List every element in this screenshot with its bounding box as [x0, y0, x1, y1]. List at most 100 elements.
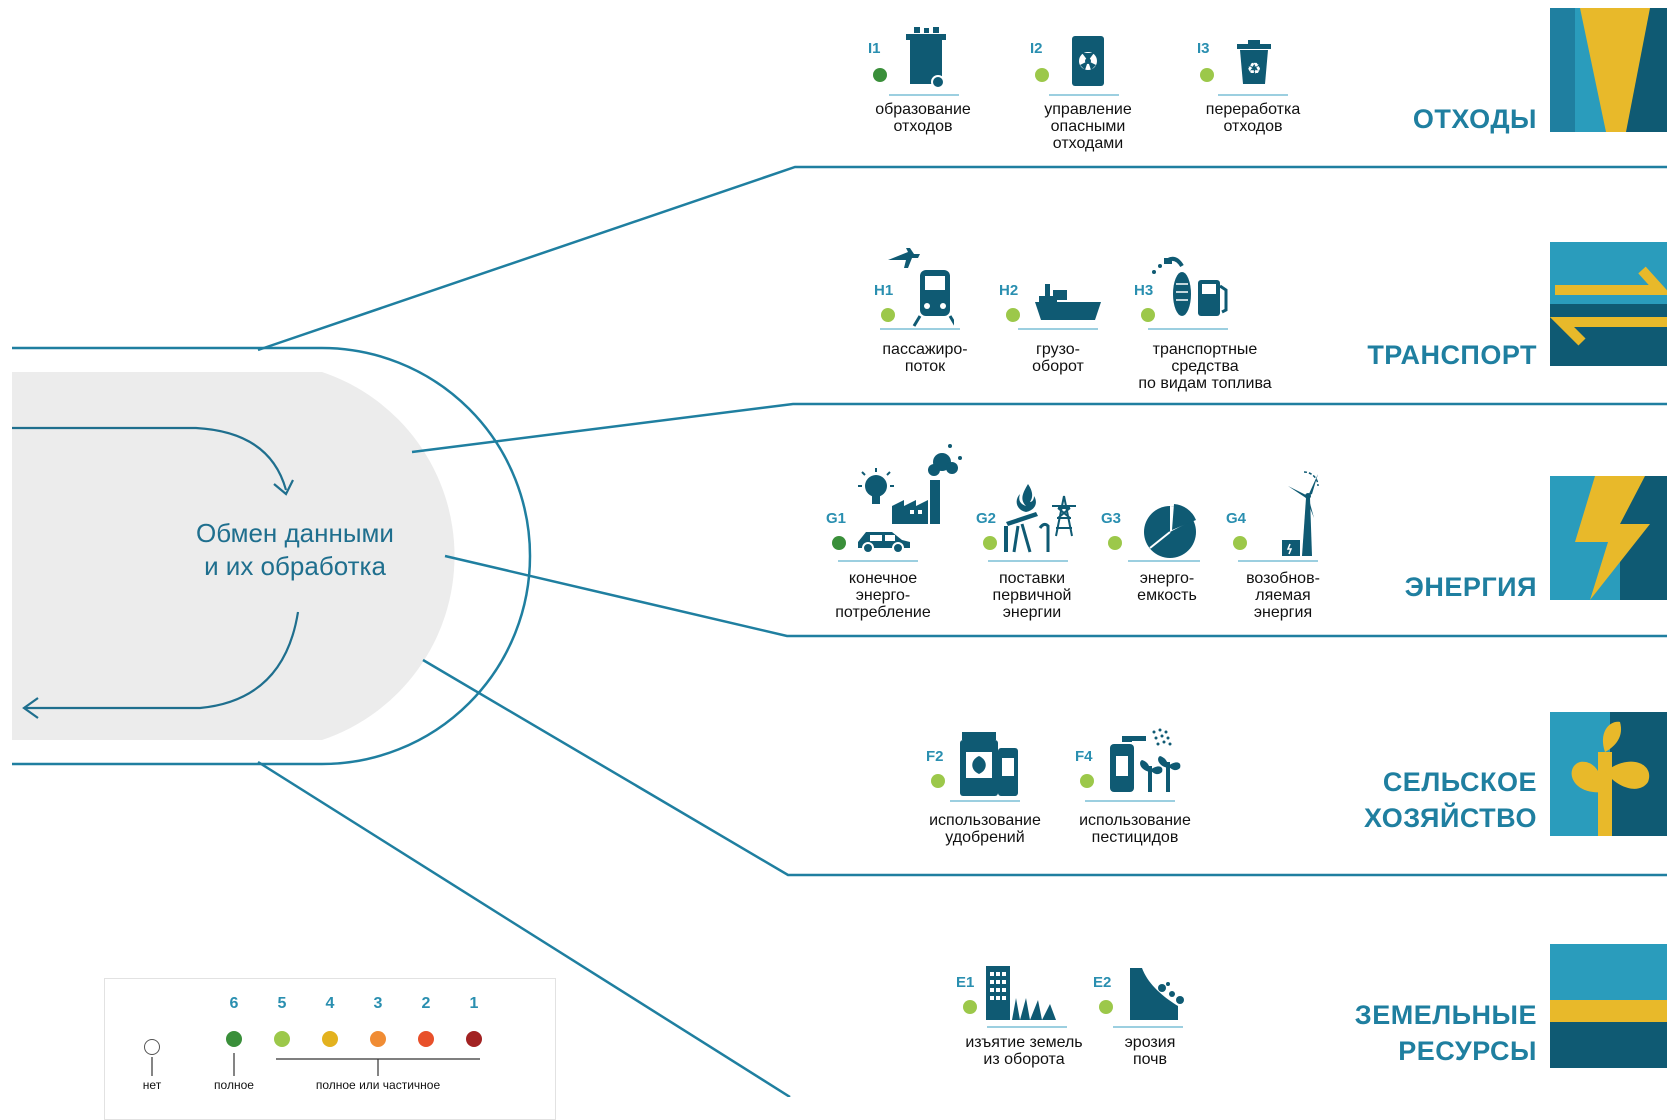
indicator-code-g2: G2	[976, 510, 997, 527]
indicator-label-f4: использование пестицидов	[1079, 812, 1191, 846]
pesticide-sprayer-icon	[1110, 728, 1181, 792]
hub-title-line1: Обмен данными	[196, 518, 394, 548]
status-dot-g4	[1233, 536, 1247, 550]
indicator-label-g2: поставки первичной энергии	[993, 570, 1072, 621]
indicator-label-e2: эрозия почв	[1125, 1034, 1176, 1068]
status-dot-g2	[983, 536, 997, 550]
indicator-label-f4-line1: использование	[1079, 812, 1191, 829]
indicator-code-i1: I1	[868, 40, 881, 57]
indicator-label-g1-line1: конечное	[848, 570, 918, 587]
sector-title-agriculture-line1: СЕЛЬСКОЕ	[1382, 767, 1537, 797]
indicator-label-e2-line1: эрозия	[1124, 1034, 1176, 1051]
legend-number-4: 4	[325, 995, 335, 1012]
legend-dot-2	[418, 1031, 434, 1047]
cargo-ship-icon	[1035, 284, 1101, 320]
indicator-label-g4-line3: энергия	[1253, 604, 1313, 621]
legend-dot-5	[274, 1031, 290, 1047]
status-dot-f4	[1080, 774, 1094, 788]
legend-number-1: 1	[469, 995, 479, 1012]
sector-title-transport: ТРАНСПОРТ	[1367, 337, 1537, 373]
indicator-code-g1: G1	[826, 510, 847, 527]
indicator-code-h2: H2	[999, 282, 1019, 299]
indicator-label-f4-line2: пестицидов	[1091, 829, 1179, 846]
status-dot-i1	[873, 68, 887, 82]
indicator-code-i2: I2	[1030, 40, 1043, 57]
arrow-head-top	[273, 479, 294, 496]
legend-number-6: 6	[229, 995, 239, 1012]
indicator-label-g4-line2: ляемая	[1255, 587, 1311, 604]
transport-tile-icon	[1550, 242, 1667, 366]
indicator-label-h3: транспортные средства по видам топлива	[1138, 341, 1271, 392]
underline-f2	[950, 800, 1020, 802]
indicator-code-g4: G4	[1226, 510, 1247, 527]
indicator-label-h3-line2: средства	[1171, 358, 1239, 375]
underline-e1	[987, 1026, 1067, 1028]
status-dot-e2	[1099, 1000, 1113, 1014]
connector-land	[257, 760, 791, 1097]
indicator-code-f4: F4	[1075, 748, 1093, 765]
legend-number-3: 3	[373, 995, 383, 1012]
sector-title-land-line2: РЕСУРСЫ	[1398, 1036, 1537, 1066]
recycle-bin-icon: ♻	[1237, 40, 1271, 84]
underline-e2	[1113, 1026, 1183, 1028]
indicator-label-g3: энерго- емкость	[1137, 570, 1197, 604]
hub-ring	[12, 346, 532, 766]
sector-title-waste-line1: ОТХОДЫ	[1412, 104, 1537, 134]
indicator-label-g2-line1: поставки	[998, 570, 1066, 587]
legend-dot-4	[322, 1031, 338, 1047]
indicator-label-g4-line1: возобнов-	[1246, 570, 1320, 587]
indicator-label-g3-line2: емкость	[1137, 587, 1197, 604]
connector-svg	[12, 165, 1667, 1097]
status-dot-i3	[1200, 68, 1214, 82]
underline-g4	[1238, 560, 1318, 562]
wind-turbine-icon	[1282, 471, 1319, 556]
energy-tile-icon	[1550, 476, 1667, 600]
fertilizer-bags-icon	[960, 732, 1018, 796]
indicator-label-i3-line1: переработка	[1205, 101, 1301, 118]
indicator-label-i1-line1: образование	[875, 101, 971, 118]
arrow-curve-bottom	[26, 611, 300, 710]
indicator-code-f2: F2	[926, 748, 944, 765]
status-dot-h1	[881, 308, 895, 322]
indicator-label-g2-line2: первичной	[992, 587, 1072, 604]
train-plane-icon	[888, 248, 954, 327]
underline-f4	[1085, 800, 1175, 802]
status-dot-g1	[832, 536, 846, 550]
diagram-canvas: Обмен данными и их обработка ОТХОДЫ ТР	[12, 8, 1667, 1120]
connector-energy	[444, 554, 1667, 638]
indicator-label-i1-line2: отходов	[893, 118, 953, 135]
status-dot-i2	[1035, 68, 1049, 82]
trash-bin-icon	[906, 27, 946, 89]
sector-title-waste: ОТХОДЫ	[1413, 101, 1537, 137]
factory-car-bulb-icon	[858, 444, 962, 554]
sector-title-transport-line1: ТРАНСПОРТ	[1367, 340, 1537, 370]
legend-dot-none	[144, 1039, 160, 1055]
indicator-label-i2: управление опасными отходами	[1044, 101, 1132, 152]
underline-h2	[1018, 328, 1098, 330]
hub-shape	[12, 372, 455, 740]
indicator-label-h3-line1: транспортные	[1152, 341, 1258, 358]
agriculture-tile-icon	[1550, 712, 1667, 836]
indicator-label-i3-line2: отходов	[1223, 118, 1283, 135]
sector-title-energy: ЭНЕРГИЯ	[1405, 569, 1537, 605]
underline-g2	[988, 560, 1068, 562]
indicator-label-e1-line1: изъятие земель	[965, 1034, 1083, 1051]
oil-pump-pylon-icon	[1004, 484, 1076, 553]
status-dot-g3	[1108, 536, 1122, 550]
indicator-label-i2-line2: опасными	[1050, 118, 1126, 135]
underline-g1	[838, 560, 918, 562]
indicator-code-e2: E2	[1093, 974, 1112, 991]
legend-brackets	[151, 1053, 480, 1076]
underline-i3	[1218, 94, 1288, 96]
sector-title-agriculture: СЕЛЬСКОЕ ХОЗЯЙСТВО	[1364, 764, 1537, 836]
legend-number-5: 5	[277, 995, 287, 1012]
indicator-label-e2-line2: почв	[1132, 1051, 1168, 1068]
legend-dot-6	[226, 1031, 242, 1047]
indicator-label-g4: возобнов- ляемая энергия	[1246, 570, 1320, 621]
arrow-head-bottom	[22, 697, 39, 719]
legend-number-2: 2	[421, 995, 431, 1012]
waste-tile-icon	[1550, 8, 1667, 132]
indicator-label-i2-line1: управление	[1044, 101, 1132, 118]
sector-title-agriculture-line2: ХОЗЯЙСТВО	[1363, 803, 1537, 833]
arrow-curve-top	[12, 426, 288, 491]
